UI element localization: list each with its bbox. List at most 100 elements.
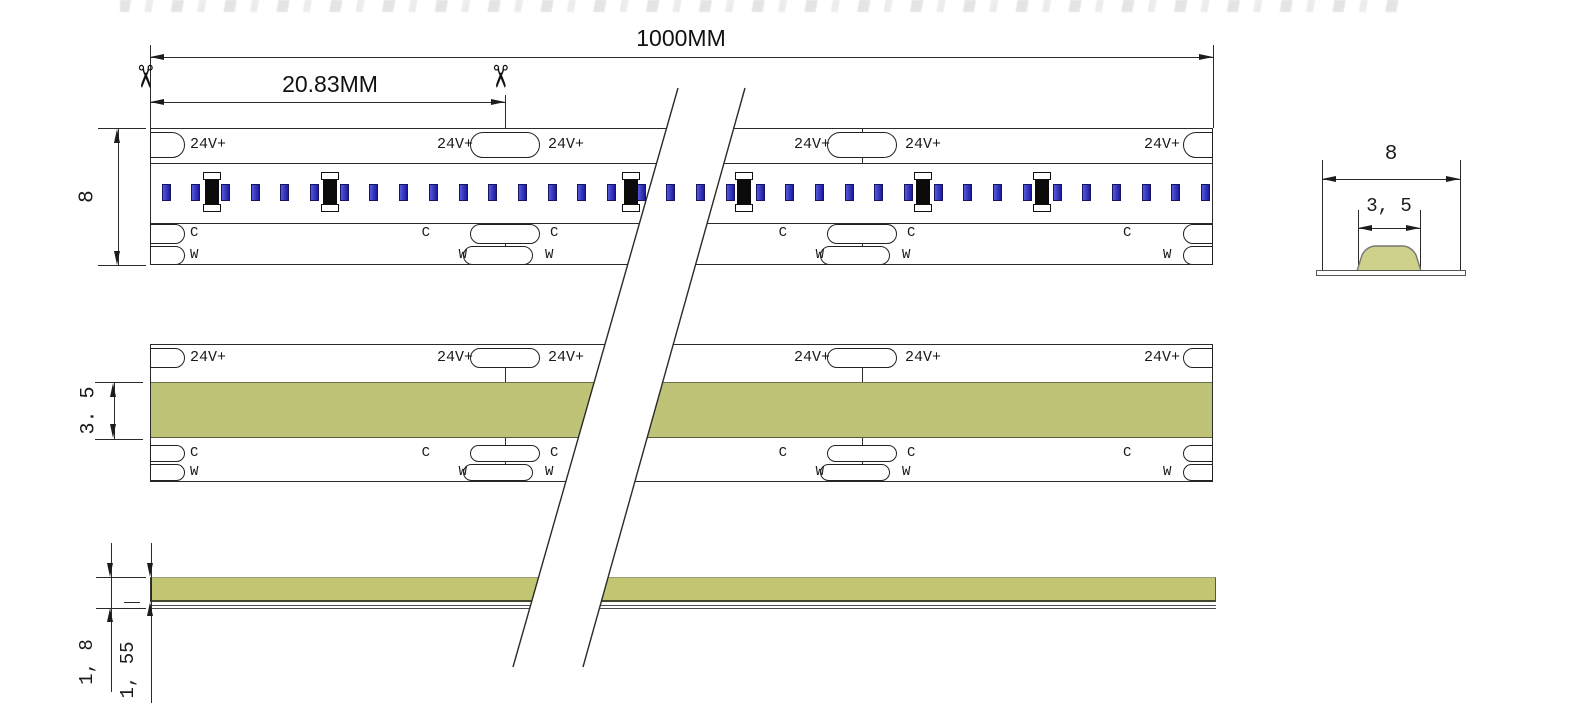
dimension-line-cut xyxy=(150,101,505,103)
solder-pad-positive xyxy=(827,132,897,158)
ic-pad xyxy=(914,204,932,212)
ic-pad xyxy=(1033,204,1051,212)
dim-arrow-icon xyxy=(107,608,113,622)
pad-label-warm: W xyxy=(190,246,199,263)
top-artifact-band xyxy=(120,0,1400,12)
led-chip xyxy=(814,184,824,201)
solder-pad-warm xyxy=(150,464,185,481)
ic-chip xyxy=(321,172,339,216)
ic-pad xyxy=(622,204,640,212)
section-base-plate xyxy=(1316,270,1466,276)
solder-pad-cool xyxy=(470,445,540,462)
dim-arrow-icon xyxy=(150,98,164,105)
pad-label-positive: 24V+ xyxy=(905,135,942,153)
label-total-length: 1000MM xyxy=(636,25,726,51)
solder-pad-positive xyxy=(827,348,897,368)
ic-chip xyxy=(914,172,932,216)
pad-label-cool: C xyxy=(421,444,430,461)
led-chip xyxy=(517,184,527,201)
solder-pad-positive xyxy=(150,132,185,158)
ic-pad xyxy=(916,180,930,206)
dim-arrow-icon xyxy=(147,602,153,616)
pad-label-warm: W xyxy=(815,246,824,263)
dim-arrow-icon xyxy=(114,129,120,143)
pad-label-positive: 24V+ xyxy=(1143,348,1180,366)
pad-label-positive: 24V+ xyxy=(436,348,473,366)
ic-pad xyxy=(203,172,221,180)
pad-label-warm: W xyxy=(190,463,199,480)
solder-pad-cool xyxy=(1183,445,1213,462)
pad-label-cool: C xyxy=(550,444,559,461)
solder-pad-cool xyxy=(1183,224,1213,244)
led-chip xyxy=(904,184,913,201)
section-dim-width xyxy=(1322,178,1460,180)
ic-pad xyxy=(203,204,221,212)
ic-pad xyxy=(205,180,219,206)
label-section-emitting-width: 3, 5 xyxy=(1366,195,1412,217)
solder-pad-warm xyxy=(463,464,533,481)
led-chip xyxy=(725,184,735,201)
solder-pad-warm xyxy=(463,246,533,265)
dim-tick xyxy=(95,438,143,440)
led-chip xyxy=(577,184,587,201)
led-chip xyxy=(933,184,943,201)
dim-arrow-icon xyxy=(1446,175,1460,182)
led-chip xyxy=(1141,184,1151,201)
pad-label-positive: 24V+ xyxy=(793,348,830,366)
dim-arrow-icon xyxy=(147,563,153,577)
ic-chip xyxy=(735,172,753,216)
led-chip xyxy=(696,184,706,201)
cut-line xyxy=(504,223,506,265)
dim-arrow-icon xyxy=(150,53,164,60)
pad-label-cool: C xyxy=(190,444,199,461)
led-chip xyxy=(339,184,349,201)
dim-tick xyxy=(98,264,146,266)
pad-label-warm: W xyxy=(815,463,824,480)
dim-arrow-icon xyxy=(114,251,120,265)
solder-pad-warm xyxy=(1183,246,1213,265)
led-chip xyxy=(666,184,676,201)
dim-arrow-icon xyxy=(1199,53,1213,60)
solder-pad-cool xyxy=(470,224,540,244)
led-chip xyxy=(280,184,290,201)
pad-label-positive: 24V+ xyxy=(548,135,585,153)
pad-label-positive: 24V+ xyxy=(793,135,830,153)
dim-arrow-icon xyxy=(1322,175,1336,182)
ic-pad xyxy=(735,204,753,212)
section-dim-emitting xyxy=(1358,227,1420,229)
led-chip xyxy=(310,184,319,201)
led-chip xyxy=(250,184,260,201)
label-section-width: 8 xyxy=(1384,143,1398,166)
ic-pad xyxy=(321,204,339,212)
ic-chip xyxy=(203,172,221,216)
dim-tick xyxy=(124,601,140,603)
solder-pad-positive xyxy=(470,132,540,158)
cut-line xyxy=(861,223,863,265)
pad-label-cool: C xyxy=(1123,225,1132,242)
ic-pad xyxy=(1033,172,1051,180)
solder-pad-cool xyxy=(150,224,185,244)
dim-arrow-icon xyxy=(1358,224,1372,231)
dim-tick xyxy=(95,381,143,383)
dimension-line-width xyxy=(117,128,119,265)
pad-label-warm: W xyxy=(902,246,911,263)
cut-line xyxy=(504,368,506,382)
solder-pad-positive xyxy=(470,348,540,368)
pad-label-positive: 24V+ xyxy=(190,348,227,366)
ic-pad xyxy=(321,172,339,180)
led-chip xyxy=(1171,184,1181,201)
led-chip xyxy=(488,184,498,201)
pad-label-warm: W xyxy=(545,246,554,263)
led-chip xyxy=(369,184,379,201)
ic-pad xyxy=(914,172,932,180)
profile-phosphor-layer xyxy=(150,577,1216,602)
solder-pad-cool xyxy=(827,224,897,244)
led-chip xyxy=(428,184,438,201)
led-chip xyxy=(191,184,201,201)
led-chip xyxy=(399,184,409,201)
ic-pad xyxy=(622,172,640,180)
pad-label-cool: C xyxy=(778,225,787,242)
led-chip xyxy=(963,184,973,201)
dim-tick xyxy=(96,576,146,578)
